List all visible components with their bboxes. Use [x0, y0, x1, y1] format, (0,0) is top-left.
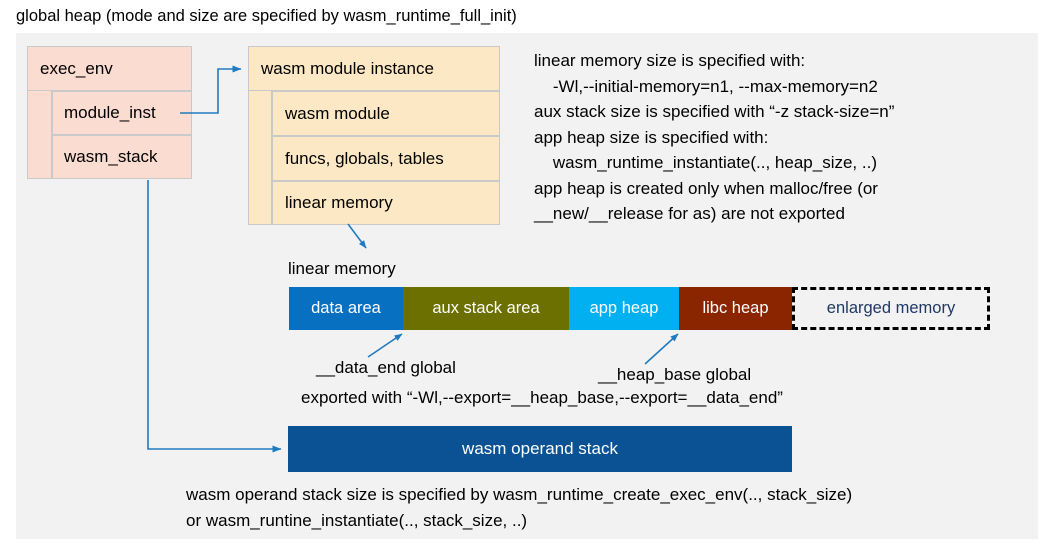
exec-env-field-module-inst: module_inst [52, 91, 192, 135]
memory-segment-aux-stack-area: aux stack area [403, 287, 569, 330]
page-title: global heap (mode and size are specified… [16, 7, 517, 25]
callout-exported-symbols: exported with “-Wl,--export=__heap_base,… [301, 388, 783, 407]
memory-segment-data-area: data area [289, 287, 403, 330]
module-instance-field-linear-memory: linear memory [272, 181, 500, 225]
memory-segment-libc-heap: libc heap [679, 287, 792, 330]
callout-data-end: __data_end global [316, 358, 456, 377]
memory-segment-app-heap: app heap [569, 287, 679, 330]
wasm-operand-stack-box: wasm operand stack [288, 426, 792, 472]
linear-memory-notes: linear memory size is specified with: -W… [534, 51, 895, 223]
exec-env-header: exec_env [27, 46, 192, 91]
exec-env-field-wasm-stack: wasm_stack [52, 135, 192, 179]
memory-segment-enlarged-memory: enlarged memory [792, 287, 990, 330]
module-instance-header: wasm module instance [248, 46, 500, 91]
callout-heap-base: __heap_base global [598, 365, 752, 384]
module-instance-gutter [248, 91, 272, 225]
module-instance-field-wasm-module: wasm module [272, 91, 500, 136]
module-instance-field-funcs-globals-tables: funcs, globals, tables [272, 136, 500, 181]
operand-stack-notes: wasm operand stack size is specified by … [186, 485, 853, 530]
linear-memory-caption: linear memory [288, 259, 396, 278]
exec-env-gutter [27, 91, 52, 179]
